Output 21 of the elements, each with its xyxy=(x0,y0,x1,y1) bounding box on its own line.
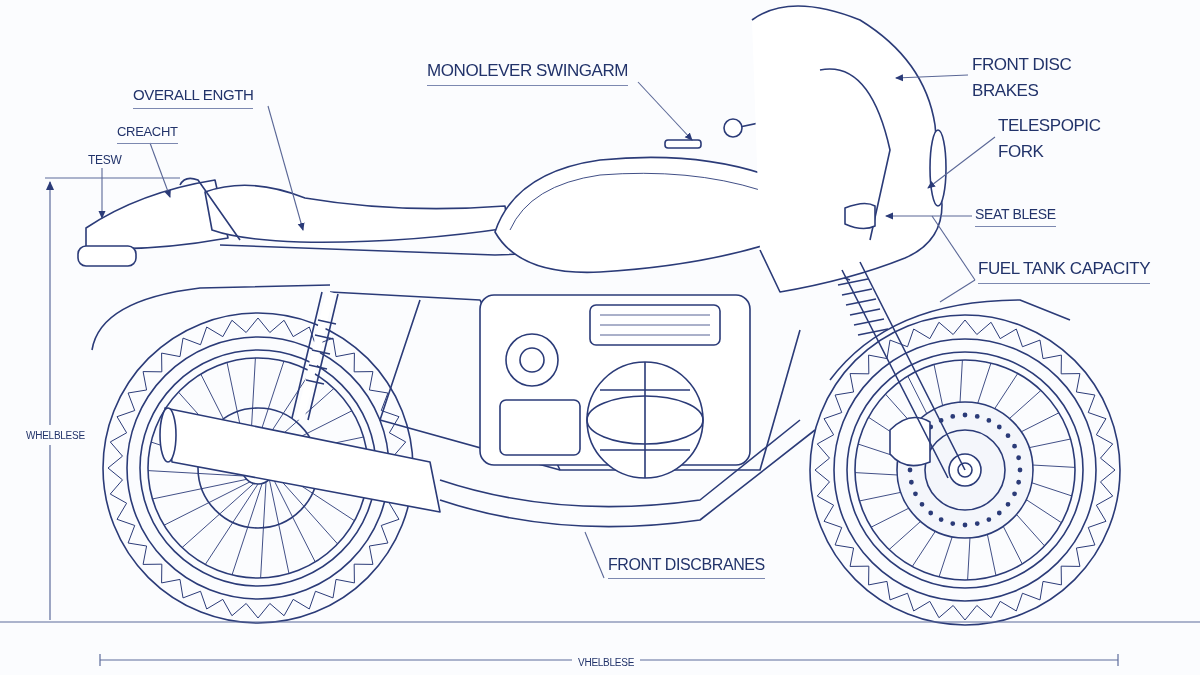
leader-line xyxy=(927,136,996,189)
dimension-label: WHELBLESE xyxy=(26,429,85,443)
dimension-label: VHELBLESE xyxy=(578,656,635,670)
leader-line xyxy=(98,167,106,219)
part-label: MONOLEVER SWINGARM xyxy=(427,58,629,86)
leader-line xyxy=(267,105,305,231)
leader-line xyxy=(939,279,976,303)
part-label: FRONT DISC BRAKES xyxy=(972,52,1092,104)
part-label: FUEL TANK CAPACITY xyxy=(978,256,1151,284)
part-label: FRONT DISCBRANES xyxy=(608,553,765,579)
leader-line xyxy=(885,212,973,220)
part-label: OVERALL ENGTH xyxy=(133,84,254,109)
leader-line xyxy=(149,142,171,198)
leader-line xyxy=(584,531,605,579)
part-label: SEAT BLESE xyxy=(975,204,1056,227)
part-label: TESW xyxy=(88,151,122,169)
leader-line xyxy=(895,74,969,82)
leader-line xyxy=(637,81,693,141)
part-label: CREACHT xyxy=(117,122,178,144)
leader-line xyxy=(931,215,976,281)
part-label: TELESPOPIC FORK xyxy=(998,113,1110,165)
